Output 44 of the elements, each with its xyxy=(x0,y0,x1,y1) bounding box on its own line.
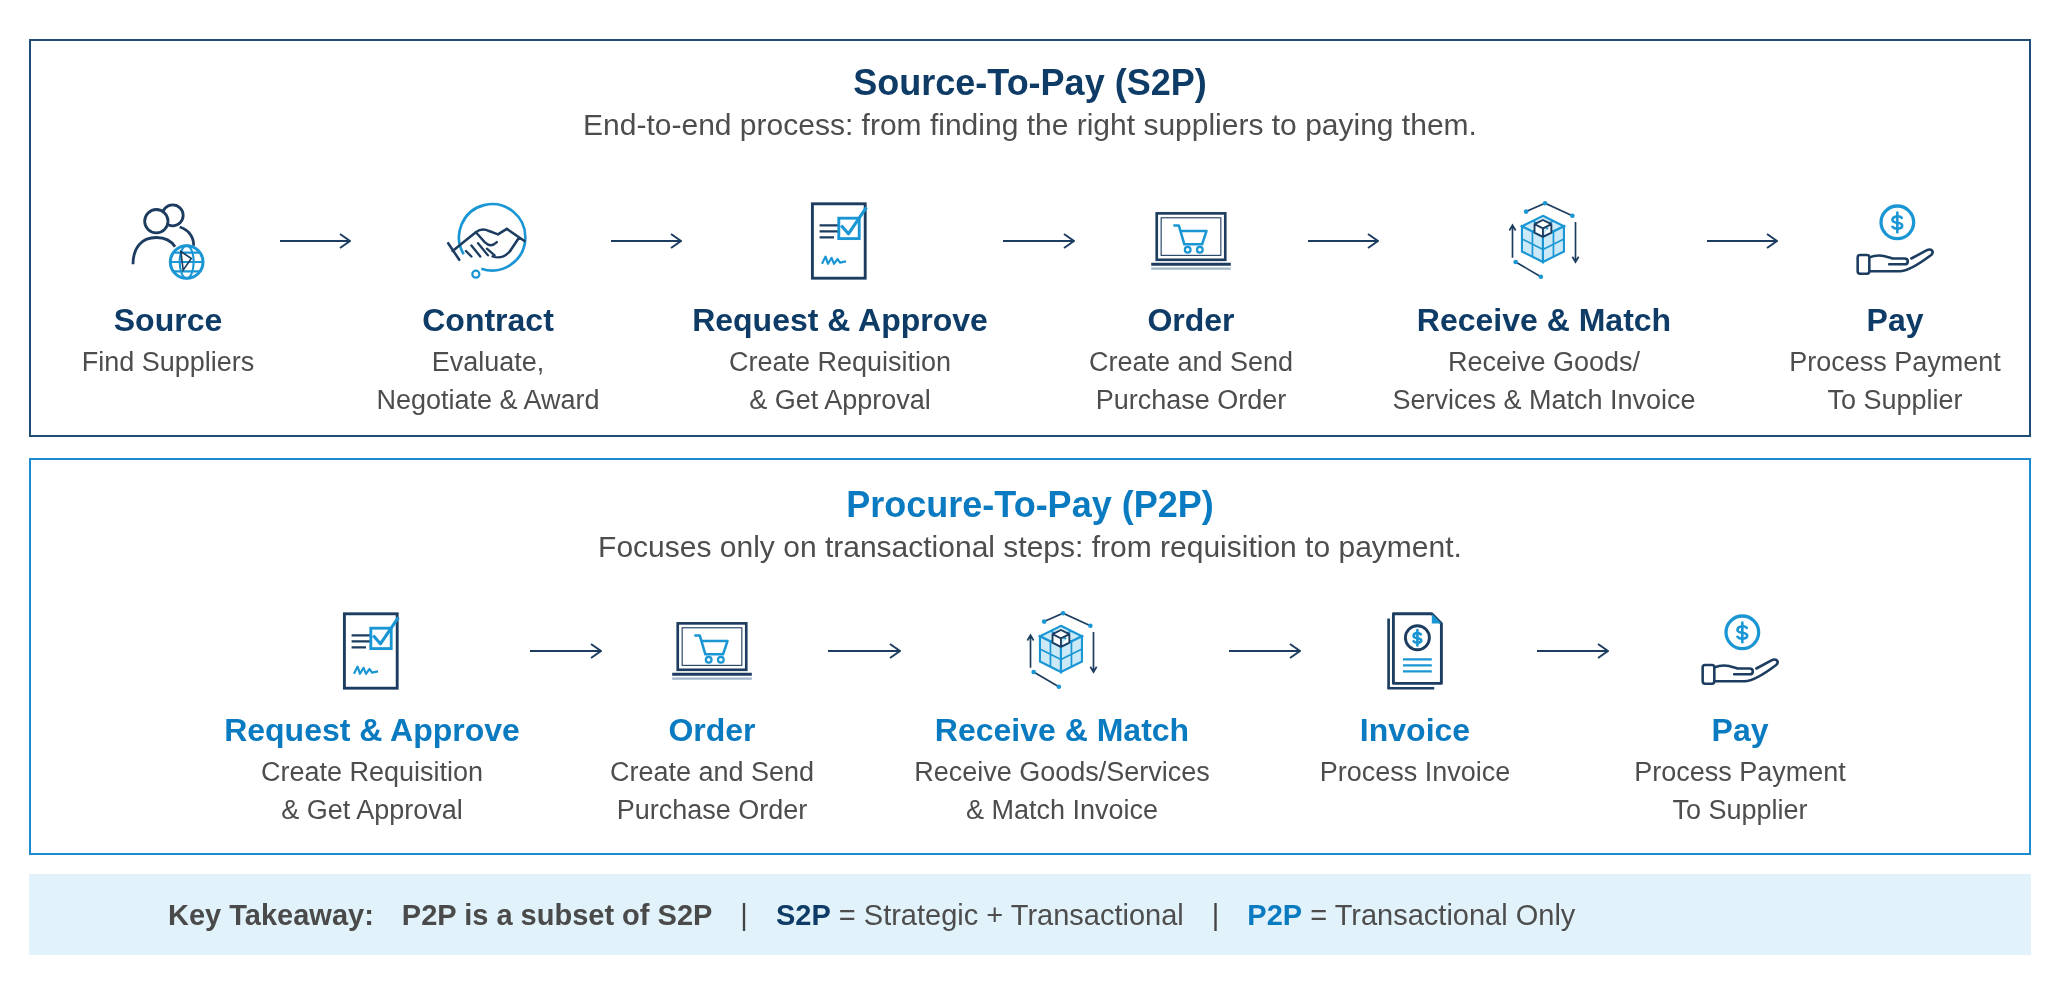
arrow xyxy=(1536,643,1609,659)
process-panel xyxy=(29,458,2031,855)
step-description: Create and Send Purchase Order xyxy=(1088,346,1294,417)
step-title: Invoice xyxy=(1359,711,1471,749)
arrow xyxy=(1228,643,1301,659)
step-description: Process Payment To Supplier xyxy=(1789,346,2001,417)
step-description: Create Requisition & Get Approval xyxy=(260,756,484,827)
step-description: Evaluate, Negotiate & Award xyxy=(376,346,600,417)
arrow xyxy=(1706,233,1778,249)
arrow xyxy=(529,643,602,659)
takeaway-banner xyxy=(29,874,2031,955)
step-title: Receive & Match xyxy=(1416,301,1672,339)
takeaway-statement: P2P is a subset of S2P xyxy=(401,897,713,933)
arrow xyxy=(1307,233,1379,249)
arrow xyxy=(1002,233,1075,249)
process-panel xyxy=(29,39,2031,437)
step-description: Find Suppliers xyxy=(81,346,255,379)
arrow xyxy=(827,643,901,659)
definition-text: P2P = Transactional Only xyxy=(1247,897,1576,933)
step-title: Pay xyxy=(1711,711,1769,749)
takeaway-heading: Key Takeaway: xyxy=(168,897,374,933)
panel-title: Procure-To-Pay (P2P) xyxy=(846,483,1214,527)
step-title: Order xyxy=(668,711,756,749)
definition-text: S2P = Strategic + Transactional xyxy=(775,897,1184,933)
step-title: Receive & Match xyxy=(934,711,1190,749)
panel-title: Source-To-Pay (S2P) xyxy=(853,61,1207,105)
separator: | xyxy=(1211,897,1220,933)
step-description: Create and Send Purchase Order xyxy=(609,756,815,827)
panel-subtitle: End-to-end process: from finding the right suppliers to paying them. xyxy=(583,107,1477,143)
step-title: Order xyxy=(1147,301,1235,339)
arrow xyxy=(610,233,682,249)
step-description: Process Payment To Supplier xyxy=(1634,756,1846,827)
step-description: Receive Goods/ Services & Match Invoice xyxy=(1392,346,1696,417)
step-title: Pay xyxy=(1866,301,1924,339)
step-description: Receive Goods/Services & Match Invoice xyxy=(914,756,1210,827)
step-title: Contract xyxy=(422,301,554,339)
separator: | xyxy=(740,897,748,933)
step-description: Process Invoice xyxy=(1319,756,1511,789)
step-title: Source xyxy=(113,301,223,339)
step-description: Create Requisition & Get Approval xyxy=(728,346,952,417)
arrow xyxy=(279,233,351,249)
step-title: Request & Approve xyxy=(692,301,988,339)
panel-subtitle: Focuses only on transactional steps: from requisition to payment. xyxy=(598,529,1462,565)
step-title: Request & Approve xyxy=(224,711,520,749)
